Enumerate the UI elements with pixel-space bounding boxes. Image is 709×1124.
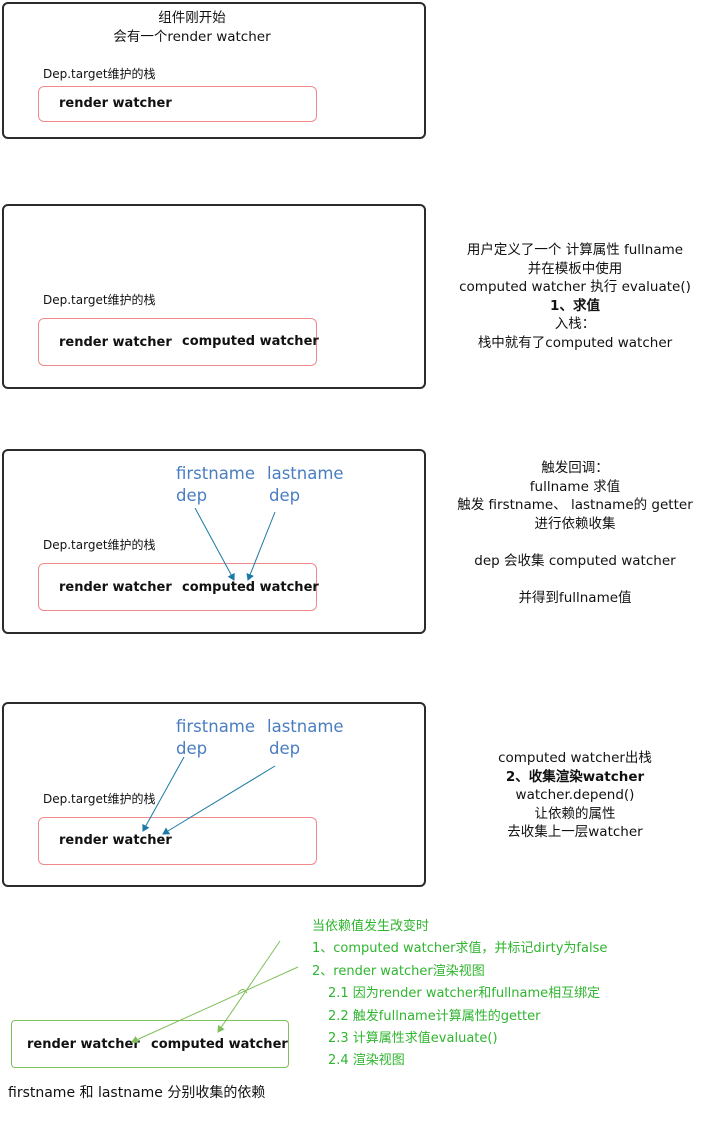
panel-3-note-line-8: 并得到fullname值 <box>518 590 632 607</box>
panel-4-dep-lastname: lastname dep <box>267 716 344 760</box>
panel-3-dep-firstname-name: firstname <box>176 464 256 483</box>
green-note-line-4: 2.1 因为render watcher和fullname相互绑定 <box>328 986 601 1001</box>
panel-2-note-line-2: 并在模板中使用 <box>527 260 623 277</box>
panel-4-render-watcher: render watcher <box>59 833 172 848</box>
panel-4-note-line-5: 去收集上一层watcher <box>507 824 643 841</box>
panel-2-note-line-6: 栈中就有了computed watcher <box>477 334 673 351</box>
panel-4-note: computed watcher出栈 2、收集渲染watcher watcher… <box>450 749 700 842</box>
panel-4-dep-firstname: firstname dep <box>176 716 255 760</box>
panel-2-note-line-1: 用户定义了一个 计算属性 fullname <box>466 242 684 258</box>
green-note-line-5: 2.2 触发fullname计算属性的getter <box>328 1009 541 1024</box>
panel-1-stack-label: Dep.target维护的栈 <box>43 67 156 81</box>
panel-2-render-watcher: render watcher <box>59 335 172 350</box>
panel-4-note-line-3: watcher.depend() <box>515 787 635 804</box>
panel-2-note: 用户定义了一个 计算属性 fullname 并在模板中使用 computed w… <box>450 241 700 353</box>
panel-3-dep-lastname: lastname dep <box>267 463 344 507</box>
panel-3-dep-lastname-name: lastname <box>267 464 344 483</box>
panel-4-stack-label: Dep.target维护的栈 <box>43 792 156 806</box>
panel-2-computed-watcher: computed watcher <box>182 334 319 349</box>
panel-2-note-line-5: 入栈： <box>554 316 596 333</box>
panel-4-arrow-firstname <box>142 756 185 832</box>
panel-3-note-line-2: fullname 求值 <box>529 478 621 495</box>
panel-4-note-line-4: 让依赖的属性 <box>534 805 616 822</box>
panel-3-note-line-1: 触发回调： <box>541 460 609 476</box>
green-note-line-6: 2.3 计算属性求值evaluate() <box>328 1031 498 1046</box>
panel-3-note: 触发回调： fullname 求值 触发 firstname、 lastname… <box>450 459 700 608</box>
panel-2-stack-label: Dep.target维护的栈 <box>43 293 156 307</box>
panel-3-note-line-3: 触发 firstname、 lastname的 getter <box>457 497 693 514</box>
panel-1-title-line-2: 会有一个render watcher <box>113 29 271 45</box>
green-note-line-2: 1、computed watcher求值，并标记dirty为false <box>312 941 608 956</box>
panel-1-title-line-1: 组件刚开始 <box>158 10 226 26</box>
panel-3-computed-watcher: computed watcher <box>182 580 319 595</box>
green-arrow-crossing-hop <box>237 989 248 994</box>
panel-4-note-line-2: 2、收集渲染watcher <box>505 768 645 785</box>
green-note-line-7: 2.4 渲染视图 <box>328 1053 405 1068</box>
bottom-caption: firstname 和 lastname 分别收集的依赖 <box>8 1085 266 1101</box>
panel-3-note-line-6: dep 会收集 computed watcher <box>474 552 676 569</box>
panel-3-stack-box <box>38 563 317 611</box>
panel-2-note-line-4: 1、求值 <box>550 297 600 314</box>
panel-3-dep-firstname-dep: dep <box>176 486 208 505</box>
panel-3-note-line-4: 进行依赖收集 <box>534 515 616 532</box>
panel-4-dep-lastname-dep: dep <box>269 739 301 758</box>
bottom-render-watcher: render watcher <box>27 1037 140 1052</box>
panel-4-dep-firstname-name: firstname <box>176 717 256 736</box>
bottom-computed-watcher: computed watcher <box>151 1037 288 1052</box>
panel-4-dep-firstname-dep: dep <box>176 739 208 758</box>
panel-3-arrow-lastname <box>246 511 276 581</box>
panel-3-render-watcher: render watcher <box>59 580 172 595</box>
panel-3-dep-firstname: firstname dep <box>176 463 255 507</box>
panel-1-stack-box <box>38 86 317 122</box>
green-note-line-3: 2、render watcher渲染视图 <box>312 964 485 979</box>
panel-4-dep-lastname-name: lastname <box>267 717 344 736</box>
panel-2-stack-box <box>38 318 317 366</box>
green-arrow-to-computed-watcher <box>217 940 281 1033</box>
panel-3-arrow-firstname <box>194 507 235 581</box>
bottom-watcher-box <box>11 1020 289 1068</box>
panel-4-arrow-lastname <box>162 765 276 835</box>
green-note-line-1: 当依赖值发生改变时 <box>312 919 430 934</box>
green-arrow-to-render-watcher <box>131 966 299 1044</box>
panel-4-note-line-1: computed watcher出栈 <box>498 750 652 766</box>
panel-3-stack-label: Dep.target维护的栈 <box>43 538 156 552</box>
panel-3-dep-lastname-dep: dep <box>269 486 301 505</box>
panel-2-note-line-3: computed watcher 执行 evaluate() <box>459 279 691 296</box>
panel-1-render-watcher: render watcher <box>59 96 172 111</box>
